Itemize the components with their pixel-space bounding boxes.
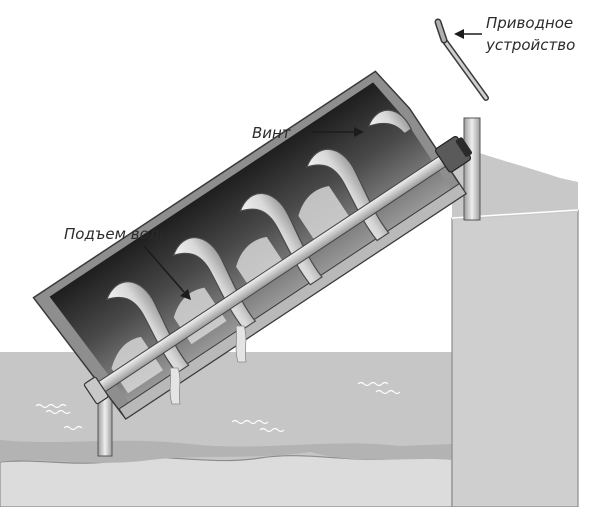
water-depth-band [0,440,452,463]
label-drive-device-line2: устройство [485,36,575,54]
label-water-lift: Подъем воды [64,225,171,243]
upper-embankment [451,209,579,507]
crank-handle-icon [434,18,489,101]
pointer-arrow-icon [143,29,482,300]
upper-support-post [463,117,481,221]
upper-water [452,150,578,220]
water-spill [169,325,247,405]
riverbed [0,453,453,507]
label-screw: Винт [252,124,292,142]
upper-bearing-cap [455,137,472,157]
upper-water-edge [473,149,579,179]
lower-bearing [83,376,109,405]
label-drive-device-line1: Приводное [486,14,573,32]
casing-bottom-rim [118,182,467,420]
screw-assembly [32,70,472,420]
screw-blade [367,109,413,135]
water-ripple-icon [35,381,401,433]
